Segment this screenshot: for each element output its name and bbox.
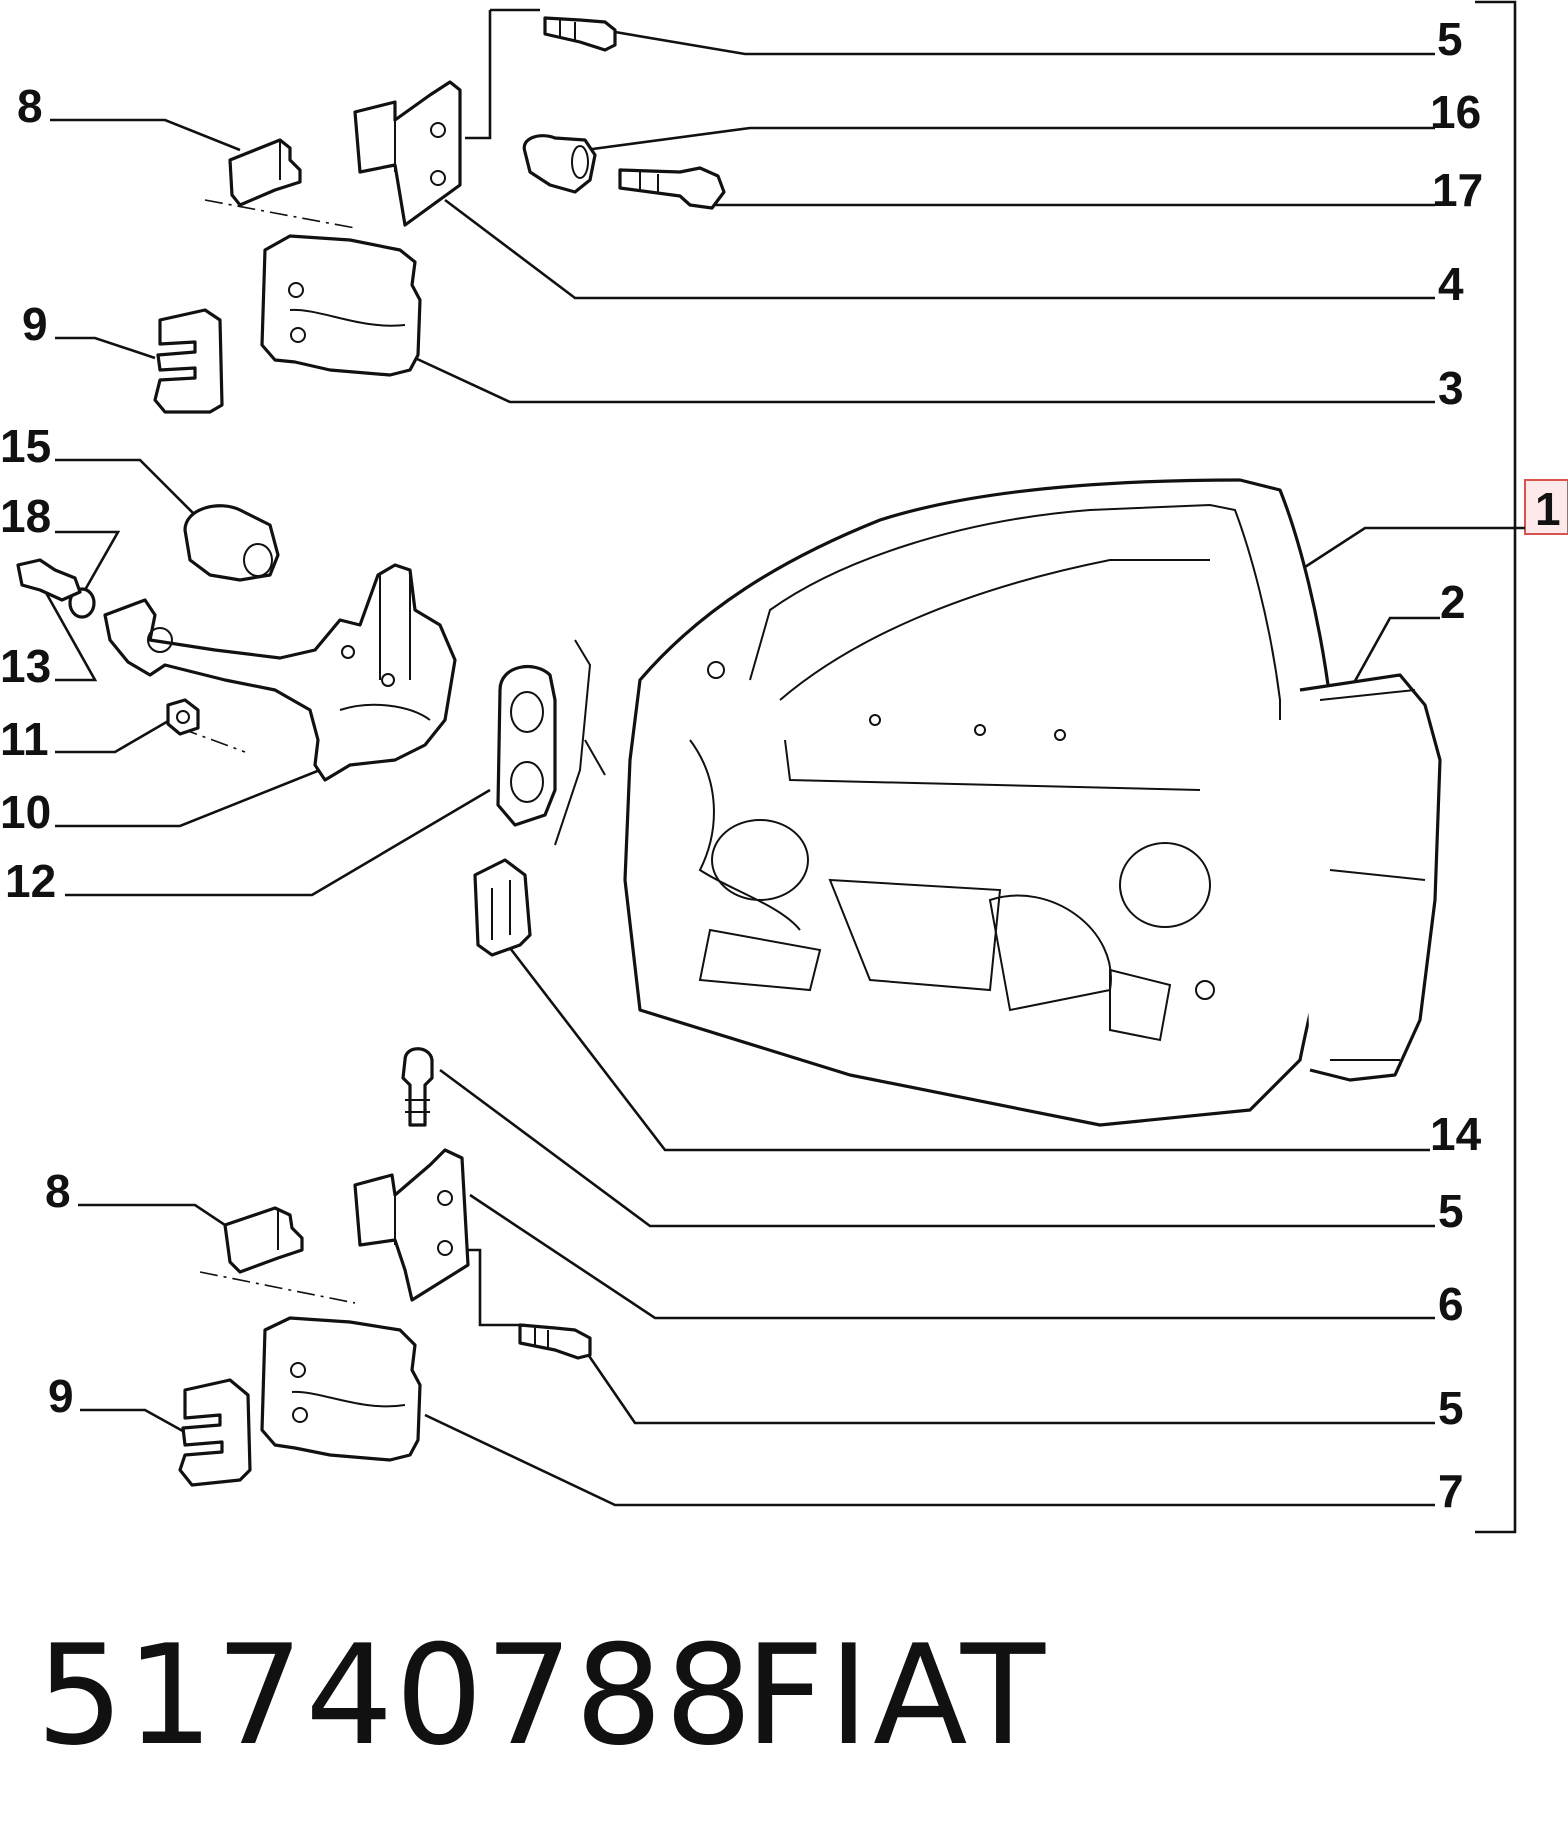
upper-hinge-bolt	[228, 138, 302, 207]
leader-lines	[38, 8, 1525, 1507]
lower-hinge-bolt	[223, 1206, 304, 1274]
callout-17[interactable]: 17	[1432, 164, 1483, 216]
callout-6[interactable]: 6	[1438, 1278, 1464, 1330]
alignment-line-top	[204, 199, 356, 229]
door-inner-panel-2	[1299, 673, 1442, 1082]
bolt-13	[16, 558, 82, 602]
alignment-line-lower	[199, 1271, 356, 1304]
lower-hinge-door-half	[353, 1148, 470, 1302]
grommet-14	[473, 858, 532, 957]
callout-5-lower[interactable]: 5	[1438, 1382, 1464, 1434]
door-check-strap-10	[103, 563, 457, 782]
callout-2[interactable]: 2	[1440, 576, 1466, 628]
callout-12[interactable]: 12	[5, 855, 56, 907]
top-screw	[543, 16, 617, 52]
captive-nut-16	[522, 134, 597, 194]
callout-11[interactable]: 11	[0, 713, 49, 765]
lower-hinge-body-half	[260, 1316, 422, 1462]
callout-15[interactable]: 15	[0, 420, 51, 472]
callout-13[interactable]: 13	[0, 640, 51, 692]
lower-hinge-bolt-vertical	[401, 1047, 434, 1127]
gasket-12	[496, 665, 557, 827]
washer-18	[68, 587, 96, 619]
callout-labels: 5 16 17 4 3 8 9 15 18 13 11 10 12 1 2 14…	[0, 13, 1561, 1517]
part-number-label: 51740788	[36, 1615, 755, 1776]
lower-shim-plate	[178, 1378, 252, 1487]
door-shell-1	[623, 478, 1344, 1127]
upper-hinge-door-half	[353, 80, 462, 227]
callout-9-lower[interactable]: 9	[48, 1370, 74, 1422]
callout-10[interactable]: 10	[0, 786, 51, 838]
callout-1-highlight[interactable]	[1524, 479, 1568, 535]
lower-hinge-screw	[518, 1323, 592, 1360]
stop-buffer-15	[183, 504, 280, 582]
callout-7[interactable]: 7	[1438, 1465, 1464, 1517]
door-opening-bracket	[554, 639, 592, 846]
upper-hinge-body-half	[260, 234, 422, 377]
callout-9-top[interactable]: 9	[22, 298, 48, 350]
brand-label: FIAT	[745, 1615, 1050, 1776]
callout-3[interactable]: 3	[1438, 362, 1464, 414]
callout-5-mid[interactable]: 5	[1438, 1185, 1464, 1237]
upper-shim-plate	[153, 308, 224, 414]
callout-16[interactable]: 16	[1430, 86, 1481, 138]
nut-11	[166, 698, 200, 736]
callout-8-top[interactable]: 8	[17, 80, 43, 132]
callout-1[interactable]: 1	[1535, 483, 1561, 535]
callout-18[interactable]: 18	[0, 490, 51, 542]
callout-4[interactable]: 4	[1438, 258, 1464, 310]
group-bracket	[1475, 0, 1517, 1534]
callout-8-lower[interactable]: 8	[45, 1165, 71, 1217]
callout-14[interactable]: 14	[1430, 1108, 1482, 1160]
callout-5-top[interactable]: 5	[1437, 13, 1463, 65]
screw-17	[618, 166, 726, 210]
